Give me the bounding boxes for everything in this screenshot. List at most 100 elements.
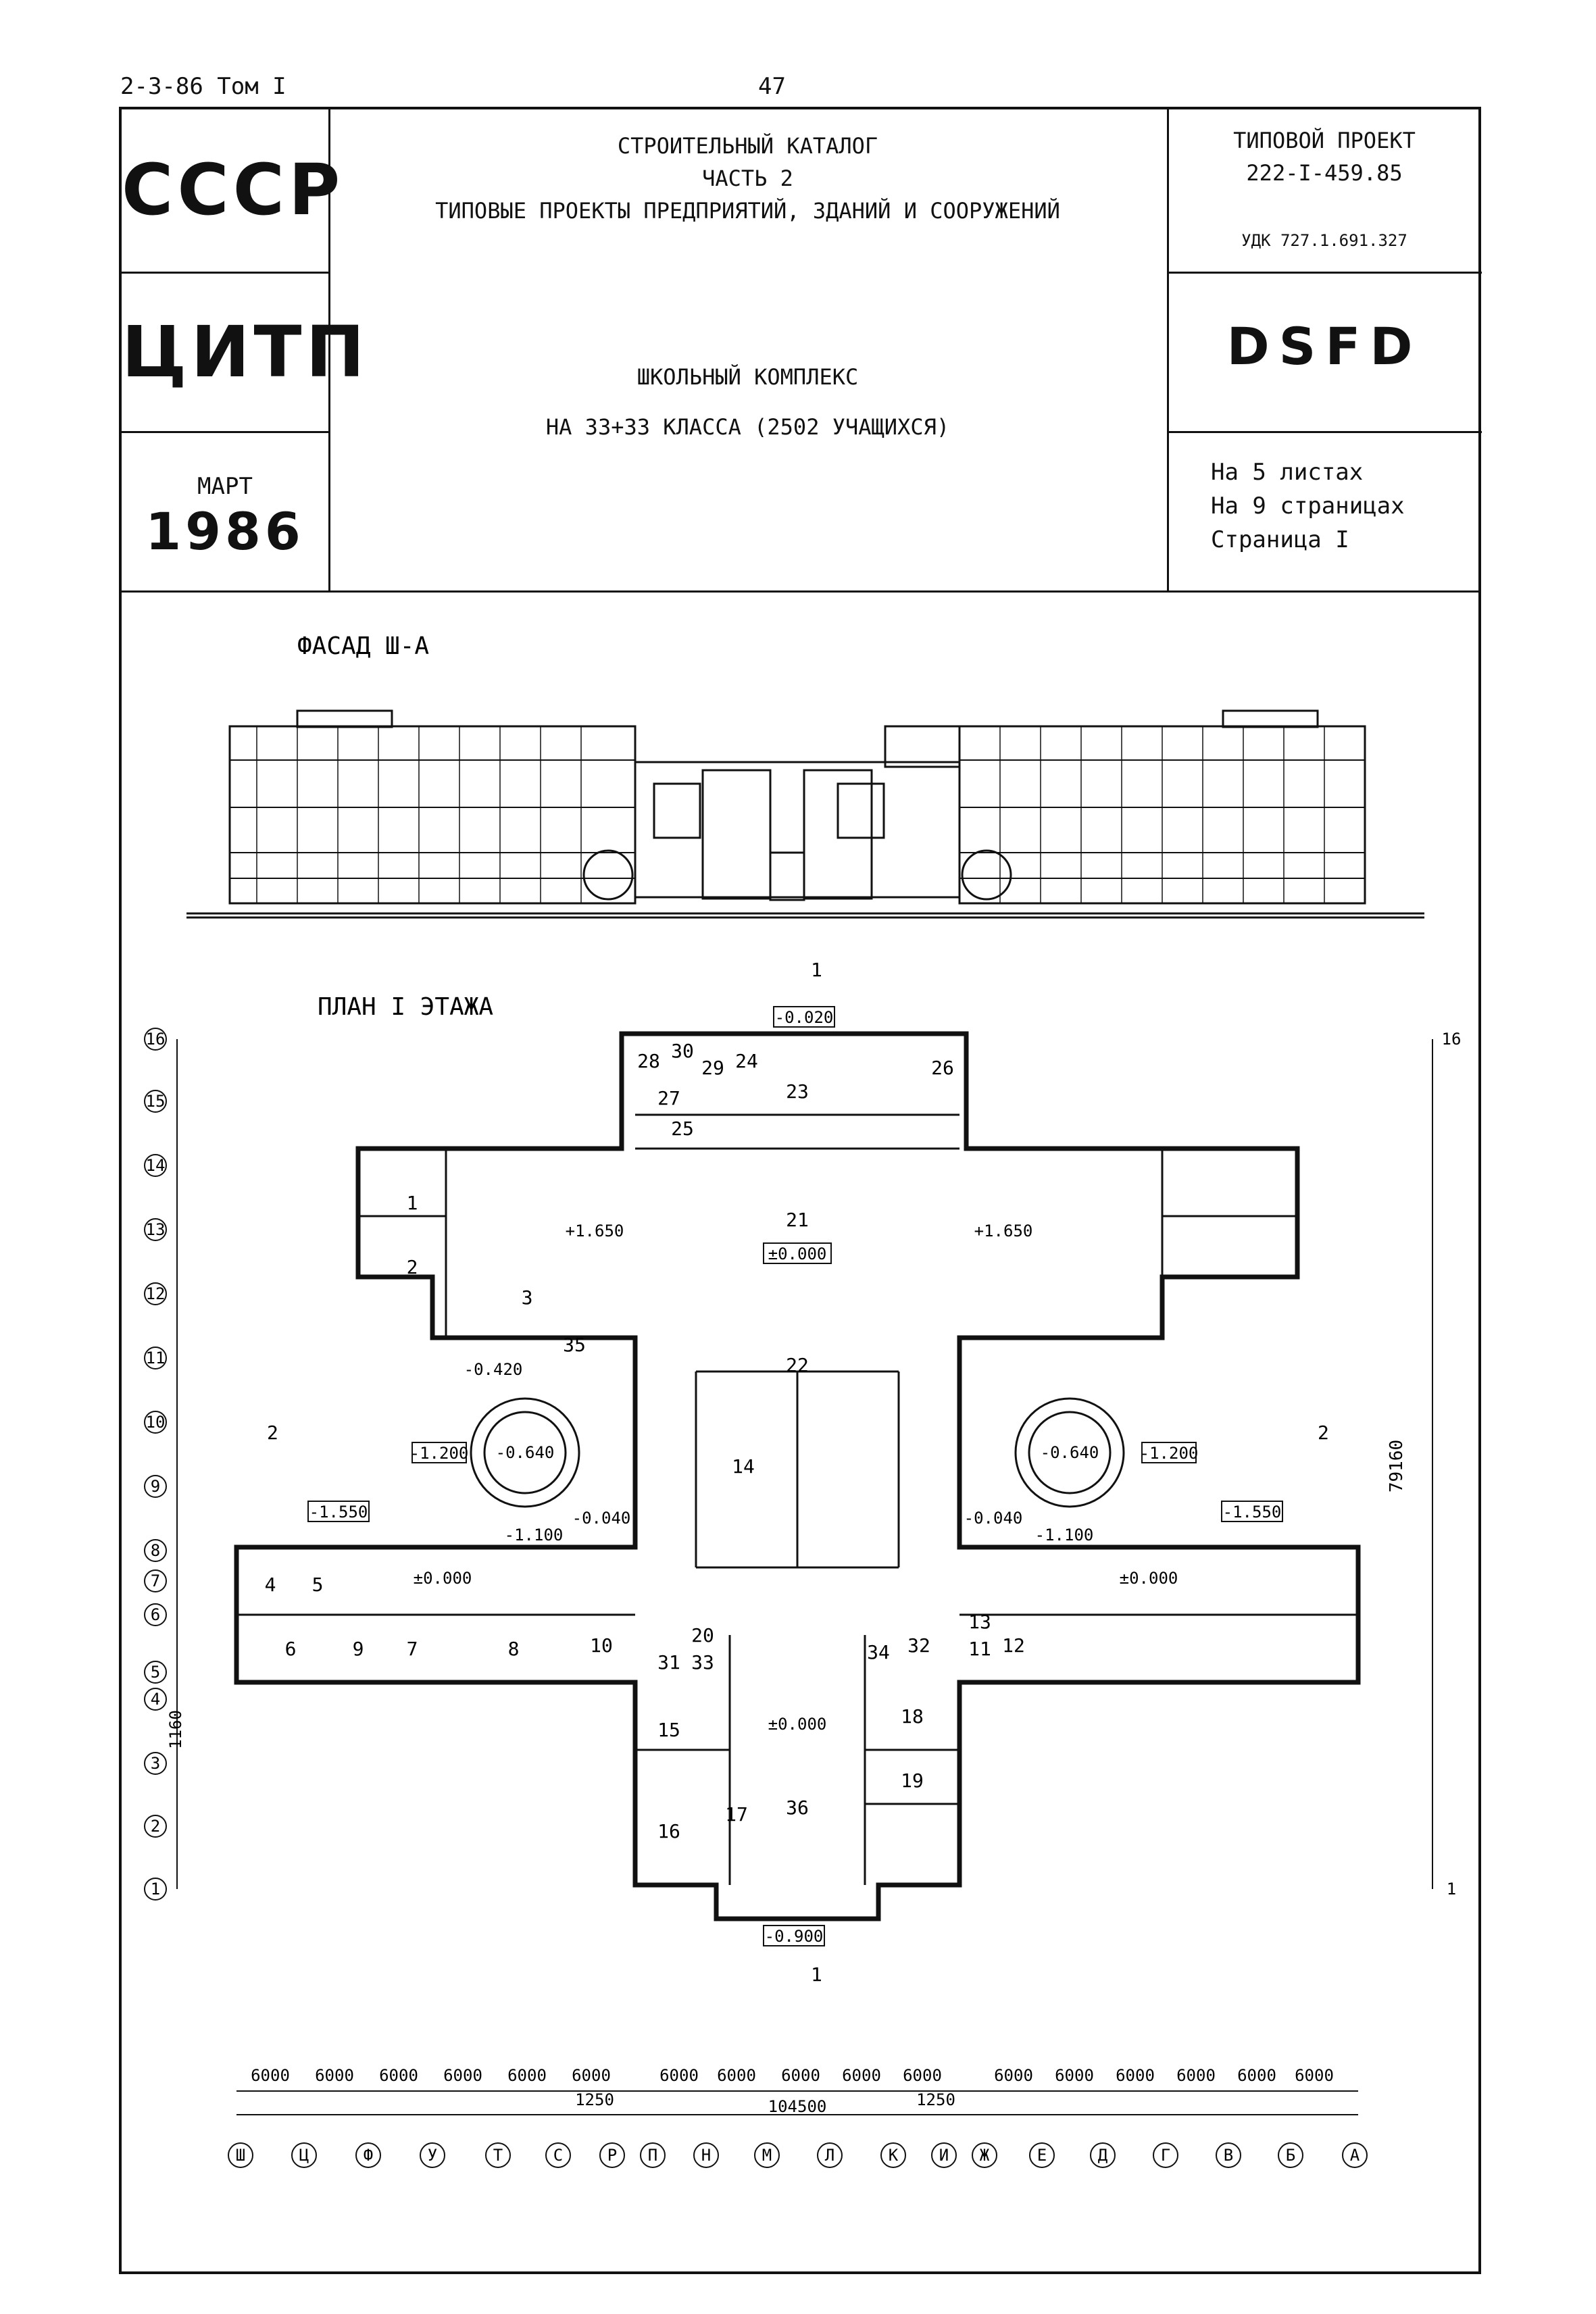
col-axis-sh: Ш: [236, 2146, 245, 2165]
left-dim-1160: 1160: [166, 1710, 185, 1749]
row-axis-1: 1: [151, 1880, 160, 1898]
row-axis-9: 9: [151, 1477, 160, 1496]
row-axis-6: 6: [151, 1605, 160, 1624]
row-axis-8: 8: [151, 1541, 160, 1560]
room-6: 6: [285, 1638, 297, 1660]
col-axis-i: И: [939, 2146, 949, 2165]
col-dim-1: 6000: [251, 2066, 290, 2085]
room-3: 3: [522, 1286, 533, 1309]
room-20: 20: [691, 1624, 714, 1646]
level-top: -0.020: [775, 1008, 834, 1027]
row-axis-14: 14: [146, 1156, 166, 1175]
project-title-2: НА 33+33 КЛАССА (2502 УЧАЩИХСЯ): [545, 414, 950, 440]
room-labels: 1 2 3 4 5 6 7 8 9 10 11 12 13 14 15 16 1…: [265, 1040, 1025, 1842]
row-axes: 1 2 3 4 5 6 7 8 9 10 11 12 13 14 15 16 1…: [144, 1028, 1461, 1901]
col-axis-d: Д: [1098, 2146, 1108, 2165]
room-36: 36: [786, 1796, 809, 1819]
room-16: 16: [657, 1820, 680, 1842]
section-1-bottom: 1: [811, 1963, 822, 1986]
room-17: 17: [725, 1803, 748, 1826]
room-31: 31: [657, 1651, 680, 1674]
col-axis-a: А: [1350, 2146, 1360, 2165]
org-ussr: СССР: [122, 149, 345, 231]
floor-plan: [234, 1031, 1361, 1921]
sheet-count: На 5 листах: [1211, 459, 1364, 486]
level-lower-hall: ±0.000: [768, 1715, 827, 1734]
room-33: 33: [691, 1651, 714, 1674]
udk-code: УДК 727.1.691.327: [1241, 231, 1407, 250]
project-type: ТИПОВОЙ ПРОЕКТ: [1233, 128, 1416, 153]
level-left-lower: -1.550: [309, 1503, 368, 1521]
room-12: 12: [1002, 1634, 1025, 1657]
room-2: 2: [407, 1256, 418, 1278]
catalog-line-2: ЧАСТЬ 2: [702, 166, 793, 191]
level-left-pit: -0.420: [464, 1360, 523, 1379]
facade-title: ФАСАД Ш-А: [297, 632, 429, 660]
col-axis-m: М: [762, 2146, 772, 2165]
row-axis-2: 2: [151, 1817, 160, 1836]
col-axis-k: К: [889, 2146, 899, 2165]
room-23: 23: [786, 1080, 809, 1103]
col-axis-l: Л: [825, 2146, 834, 2165]
level-left-court: -1.200: [410, 1444, 469, 1463]
level-right-entry: -0.040: [964, 1509, 1023, 1528]
section-2-right: 2: [1318, 1422, 1329, 1444]
row-axis-12: 12: [146, 1284, 166, 1303]
col-axis-t: Т: [493, 2146, 503, 2165]
org-citp: ЦИТП: [122, 311, 369, 393]
plan-title: ПЛАН I ЭТАЖА: [318, 993, 493, 1021]
row-axis-7: 7: [151, 1571, 160, 1590]
room-27: 27: [657, 1087, 680, 1109]
catalog-line-3: ТИПОВЫЕ ПРОЕКТЫ ПРЕДПРИЯТИЙ, ЗДАНИЙ И СО…: [435, 198, 1060, 224]
room-29: 29: [701, 1057, 724, 1079]
document-code: 2-3-86 Том I: [120, 73, 286, 100]
row-axis-11: 11: [146, 1349, 166, 1367]
section-marks: 1 1 2 2: [267, 959, 1329, 1986]
room-32: 32: [907, 1634, 930, 1657]
room-5: 5: [312, 1574, 324, 1596]
room-28: 28: [637, 1050, 660, 1072]
room-24: 24: [735, 1050, 758, 1072]
room-8: 8: [508, 1638, 520, 1660]
column-axes: 104500 1250 1250 6000 6000 6000 6000 600…: [228, 2066, 1368, 2168]
col-axis-f: Ф: [364, 2146, 373, 2165]
room-21: 21: [786, 1209, 809, 1231]
row-axis-1-right: 1: [1447, 1880, 1456, 1898]
level-left-corridor: ±0.000: [414, 1569, 472, 1588]
col-dim-7: 6000: [659, 2066, 699, 2085]
issue-month: МАРТ: [197, 473, 253, 500]
level-left-rotunda: -0.640: [496, 1443, 555, 1462]
room-14: 14: [732, 1455, 755, 1478]
section-1-top: 1: [811, 959, 822, 981]
level-entrance: -0.900: [765, 1927, 824, 1946]
row-axis-4: 4: [151, 1690, 160, 1709]
room-13: 13: [968, 1611, 991, 1633]
col-axis-b: Б: [1286, 2146, 1295, 2165]
col-axis-u: У: [428, 2146, 437, 2165]
total-width: 104500: [768, 2097, 827, 2116]
section-2-left: 2: [267, 1422, 278, 1444]
col-dim-16: 6000: [1237, 2066, 1276, 2085]
page-count: На 9 страницах: [1211, 493, 1405, 520]
room-30: 30: [671, 1040, 694, 1062]
col-dim-13: 6000: [1055, 2066, 1094, 2085]
col-dim-5: 6000: [507, 2066, 547, 2085]
page-number: 47: [758, 73, 786, 100]
col-dim-12: 6000: [994, 2066, 1033, 2085]
col-axis-ts: Ц: [299, 2146, 309, 2165]
level-right-rotunda: -0.640: [1041, 1443, 1099, 1462]
room-1: 1: [407, 1192, 418, 1214]
col-axis-zh: Ж: [980, 2146, 990, 2165]
room-35: 35: [563, 1334, 586, 1356]
row-axis-13: 13: [146, 1220, 166, 1239]
row-axis-16: 16: [146, 1030, 166, 1049]
col-axis-s: С: [553, 2146, 563, 2165]
room-18: 18: [901, 1705, 924, 1728]
room-9: 9: [353, 1638, 364, 1660]
row-axis-10: 10: [146, 1413, 166, 1432]
offset-dim-left: 1250: [575, 2090, 614, 2109]
catalog-line-1: СТРОИТЕЛЬНЫЙ КАТАЛОГ: [617, 133, 878, 159]
col-dim-14: 6000: [1116, 2066, 1155, 2085]
level-right-landing: +1.650: [974, 1222, 1033, 1240]
